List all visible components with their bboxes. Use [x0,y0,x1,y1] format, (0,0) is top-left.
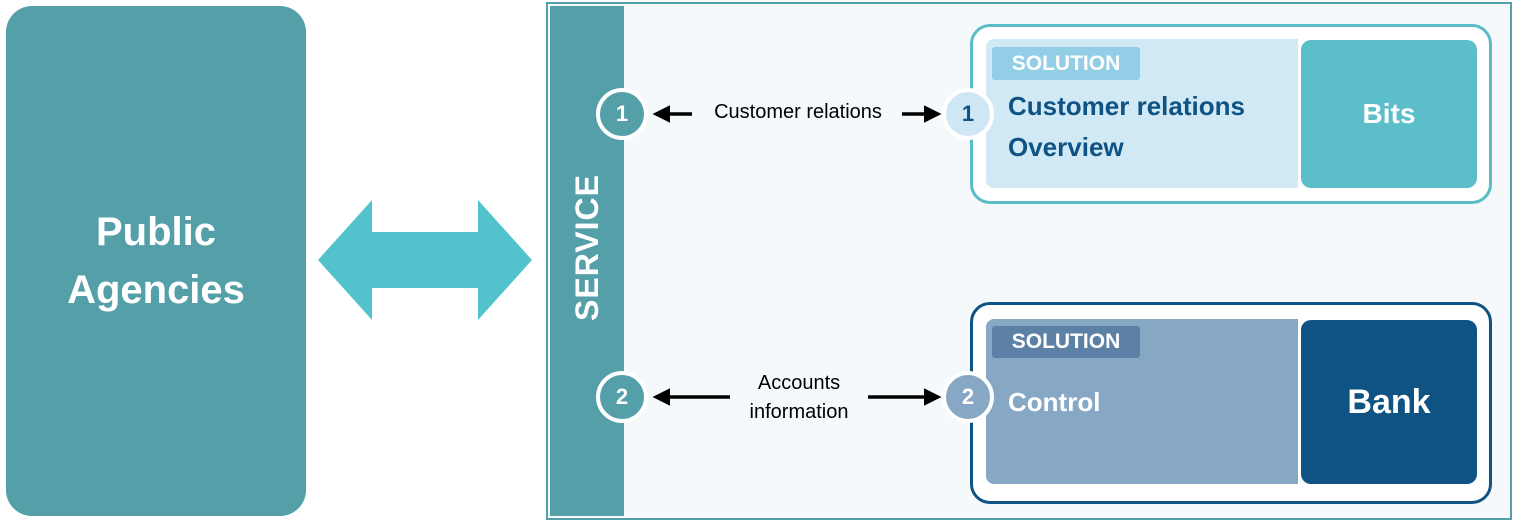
solution-1-title: Customer relations Overview [1008,91,1245,162]
service-label-container: SERVICE [550,6,624,516]
solution-2-title: Control [1008,387,1101,417]
solution-1-provider-label: Bits [1362,98,1416,129]
double-arrow-icon [318,200,532,320]
solution-2-badge: SOLUTION [992,326,1140,358]
step-2-circle-right: 2 [942,371,994,423]
solution-1-provider: Bits [1301,40,1477,188]
connector-2-label: Accounts information [749,372,849,423]
public-agencies-block: Public Agencies [6,6,306,516]
step-1-circle-right: 1 [942,88,994,140]
public-agencies-title: Public Agencies [67,210,245,312]
step-2-circle-left: 2 [596,371,648,423]
solution-1-badge: SOLUTION [992,47,1140,80]
connector-1-label: Customer relations [714,101,882,123]
solution-2-provider-label: Bank [1347,382,1431,421]
solution-2-provider: Bank [1301,320,1477,484]
step-1-circle-left: 1 [596,88,648,140]
service-label: SERVICE [568,173,605,321]
